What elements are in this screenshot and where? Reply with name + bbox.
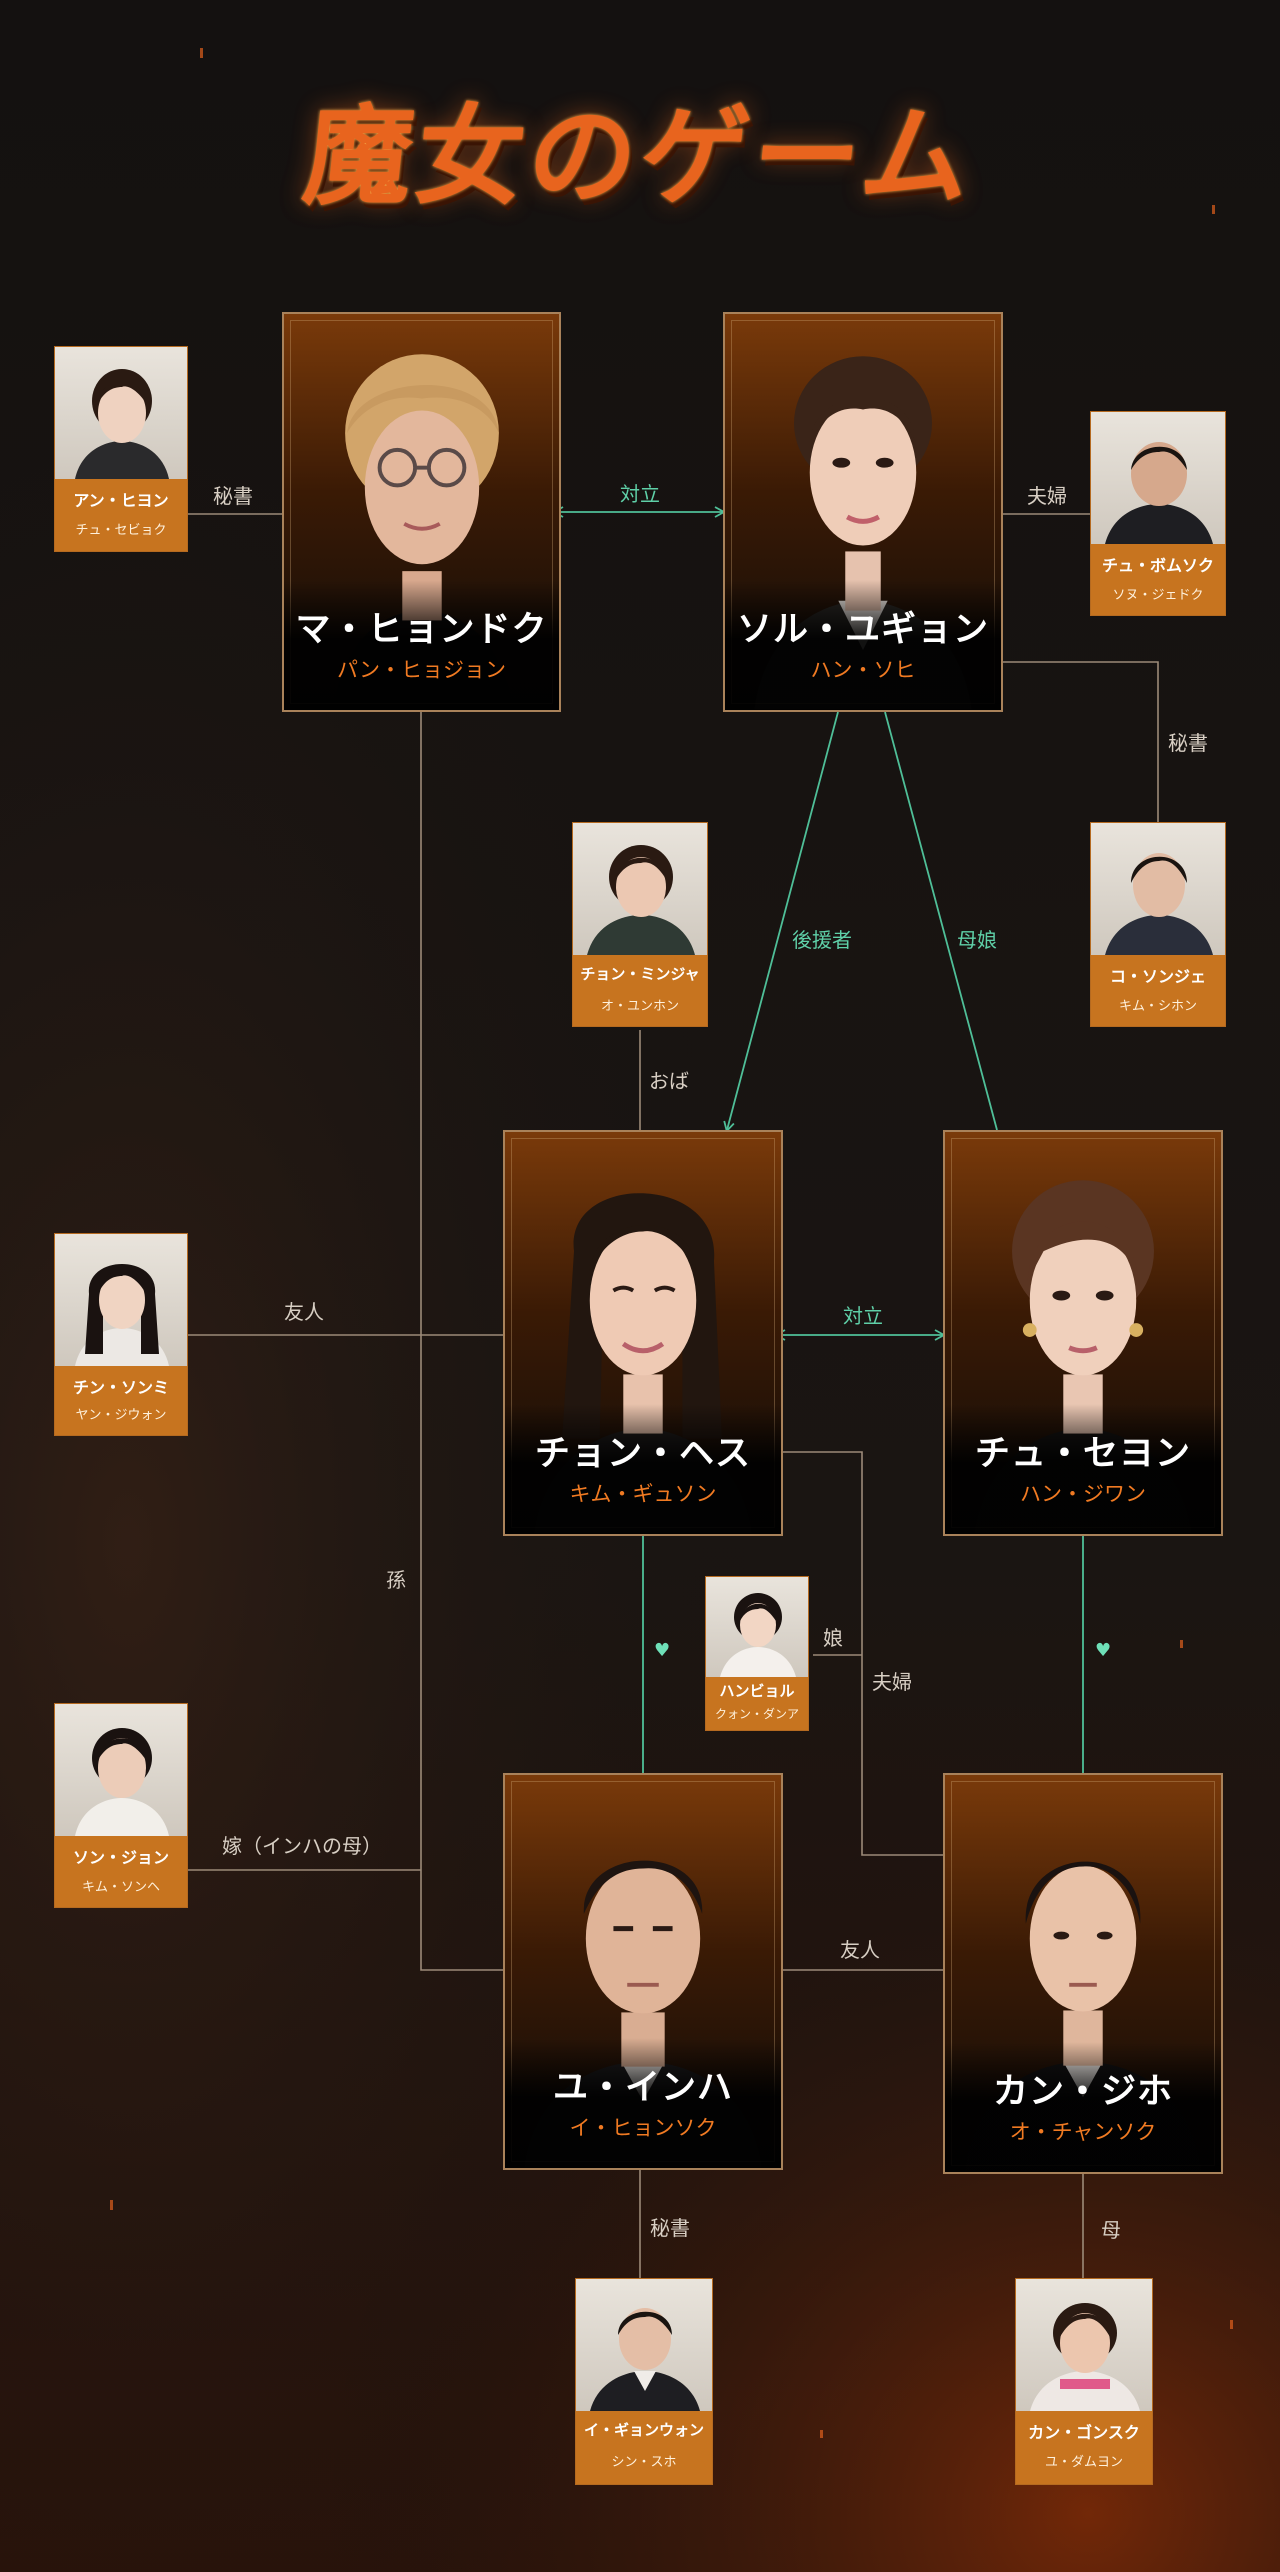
- name-shade: [725, 580, 1001, 710]
- character-card-sol-yugyeong: ソル・ユギョン ハン・ソヒ: [723, 312, 1003, 712]
- label-sol-chubom: 夫婦: [1027, 484, 1067, 508]
- label-chon-chu: 対立: [843, 1304, 883, 1328]
- side-card-chon-minja: チョン・ミンジャ オ・ユンホン: [572, 822, 708, 1027]
- line-chon-kang: [783, 1451, 943, 1856]
- character-name: チン・ソンミ: [72, 1378, 169, 1397]
- label-ma-yu: 孫: [386, 1568, 406, 1592]
- character-name: カン・ジホ: [992, 2072, 1173, 2112]
- label-sol-ko: 秘書: [1168, 731, 1208, 755]
- actor-name: ヤン・ジウォン: [75, 1408, 167, 1423]
- side-card-chu-bomsok: チュ・ボムソク ソヌ・ジェドク: [1090, 411, 1226, 616]
- name-shade: [945, 2042, 1221, 2172]
- character-card-chong-hesu: チョン・ヘス キム・ギュソン: [503, 1130, 783, 1536]
- label-yu-lee: 秘書: [650, 2216, 690, 2240]
- actor-name: ハン・ソヒ: [810, 658, 916, 682]
- portrait-image: [1016, 2279, 1152, 2411]
- line-sol-chu: [884, 711, 998, 1131]
- side-card-chin-sonmi: チン・ソンミ ヤン・ジウォン: [54, 1233, 188, 1436]
- character-name: ソン・ジョン: [72, 1848, 169, 1867]
- name-shade: [945, 1404, 1221, 1534]
- side-card-lee-gyongwon: イ・ギョンウォン シン・スホ: [575, 2278, 713, 2485]
- character-name: ハンビョル: [719, 1682, 795, 1700]
- label-an-ma: 秘書: [213, 484, 253, 508]
- character-name: コ・ソンジェ: [1109, 967, 1206, 986]
- character-name: チョン・ヘス: [534, 1434, 751, 1474]
- line-sol-chon: [723, 711, 839, 1133]
- character-card-yu-inha: ユ・インハ イ・ヒョンソク: [503, 1773, 783, 2170]
- actor-name: キム・ソンヘ: [81, 1880, 160, 1895]
- heart-icon: ♥: [1095, 1640, 1112, 1661]
- actor-name: ユ・ダムヨン: [1044, 2455, 1123, 2470]
- actor-name: オ・チャンソク: [1009, 2120, 1157, 2144]
- label-kang-kanggon: 母: [1101, 2218, 1121, 2242]
- actor-name: イ・ヒョンソク: [569, 2116, 717, 2140]
- name-shade: [284, 580, 559, 710]
- character-name: チュ・セヨン: [974, 1434, 1191, 1474]
- portrait-image: [576, 2279, 712, 2411]
- portrait-image: [55, 347, 187, 479]
- actor-name: パン・ヒョジョン: [336, 658, 507, 682]
- actor-name: ハン・ジワン: [1020, 1482, 1146, 1506]
- character-card-chu-seyon: チュ・セヨン ハン・ジワン: [943, 1130, 1223, 1536]
- character-card-kang-jiho: カン・ジホ オ・チャンソク: [943, 1773, 1223, 2174]
- actor-name: クォン・ダンア: [714, 1707, 799, 1721]
- name-shade: [505, 1404, 781, 1534]
- heart-icon: ♥: [654, 1640, 671, 1661]
- character-name: ソル・ユギョン: [736, 610, 989, 650]
- name-shade: [505, 2038, 781, 2168]
- actor-name: ソヌ・ジェドク: [1112, 588, 1204, 603]
- side-card-an-hiyon: アン・ヒヨン チュ・セビョク: [54, 346, 188, 552]
- portrait-image: [1091, 823, 1225, 955]
- actor-name: オ・ユンホン: [600, 999, 679, 1014]
- character-name: チョン・ミンジャ: [580, 965, 700, 983]
- label-sol-chu: 母娘: [957, 928, 997, 952]
- label-ma-sol: 対立: [620, 482, 660, 506]
- actor-name: キム・シホン: [1118, 999, 1197, 1014]
- line-sol-ko: [1003, 661, 1159, 822]
- label-min-chon: おば: [649, 1069, 689, 1093]
- actor-name: チュ・セビョク: [75, 523, 167, 538]
- side-card-son-jon: ソン・ジョン キム・ソンヘ: [54, 1703, 188, 1908]
- character-name: チュ・ボムソク: [1101, 556, 1214, 575]
- actor-name: シン・スホ: [611, 2455, 677, 2470]
- label-hanbyol: 娘: [823, 1626, 843, 1650]
- side-card-hanbyol: ハンビョル クォン・ダンア: [705, 1576, 809, 1731]
- character-card-ma-hyeondeok: マ・ヒョンドク パン・ヒョジョン: [282, 312, 561, 712]
- portrait-image: [55, 1234, 187, 1366]
- portrait-image: [706, 1577, 808, 1677]
- character-name: ユ・インハ: [552, 2068, 733, 2108]
- label-yu-kang: 友人: [840, 1938, 880, 1962]
- actor-name: キム・ギュソン: [569, 1482, 717, 1506]
- portrait-image: [573, 823, 707, 955]
- character-name: マ・ヒョンドク: [295, 610, 548, 650]
- label-chon-kang: 夫婦: [872, 1670, 912, 1694]
- character-name: カン・ゴンスク: [1028, 2423, 1140, 2442]
- portrait-image: [1091, 412, 1225, 544]
- side-card-ko-sonje: コ・ソンジェ キム・シホン: [1090, 822, 1226, 1027]
- portrait-image: [55, 1704, 187, 1836]
- side-card-kang-gonsuk: カン・ゴンスク ユ・ダムヨン: [1015, 2278, 1153, 2485]
- label-son-ma: 嫁（インハの母）: [222, 1834, 382, 1858]
- character-name: アン・ヒヨン: [73, 491, 169, 510]
- label-sol-chon: 後援者: [792, 928, 852, 952]
- label-chin-chon: 友人: [284, 1300, 324, 1324]
- character-name: イ・ギョンウォン: [583, 2421, 704, 2439]
- line-ma-yu: [420, 712, 503, 1971]
